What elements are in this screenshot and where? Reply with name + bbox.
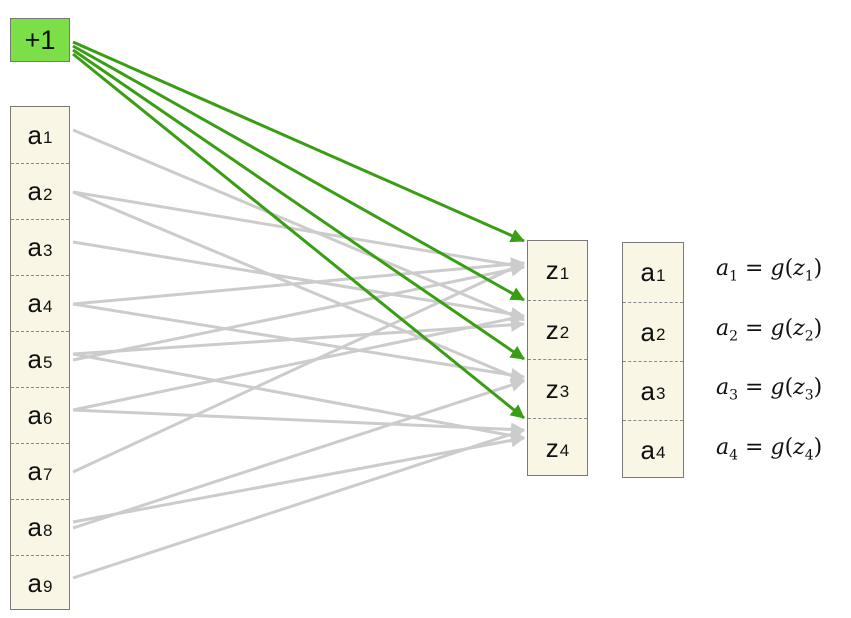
edge-a6-to-z4: [72, 408, 525, 437]
edge-a1-to-z2: [72, 128, 525, 322]
edge-a5-to-z1: [72, 262, 525, 362]
edge-a6-to-z2: [72, 311, 525, 412]
equation-1: a1 = g(z1): [716, 256, 823, 285]
edge-a2-to-z3: [72, 190, 525, 383]
edge-bias-to-z1: [72, 40, 525, 243]
bias-edges-group: [72, 40, 525, 420]
edge-a7-to-z1: [72, 261, 525, 474]
edge-a4-to-z1: [72, 257, 525, 306]
edge-bias-to-z3: [72, 48, 525, 361]
edge-a5-to-z4: [72, 352, 525, 443]
edge-a2-to-z1: [72, 190, 525, 272]
bias-label: +1: [24, 24, 56, 55]
equation-3: a3 = g(z3): [716, 375, 823, 404]
edge-a3-to-z2: [72, 240, 525, 321]
edge-a8-to-z4: [72, 433, 525, 524]
edge-a8-to-z3: [72, 378, 525, 530]
edge-bias-to-z2: [72, 44, 525, 302]
edge-bias-to-z4: [72, 52, 525, 420]
equation-2: a2 = g(z2): [716, 316, 823, 345]
equation-4: a4 = g(z4): [716, 435, 823, 464]
edge-a9-to-z4: [72, 427, 525, 580]
edge-a5-to-z2: [72, 317, 525, 356]
bias-node: +1: [10, 18, 70, 62]
input-edges-group: [72, 128, 525, 580]
